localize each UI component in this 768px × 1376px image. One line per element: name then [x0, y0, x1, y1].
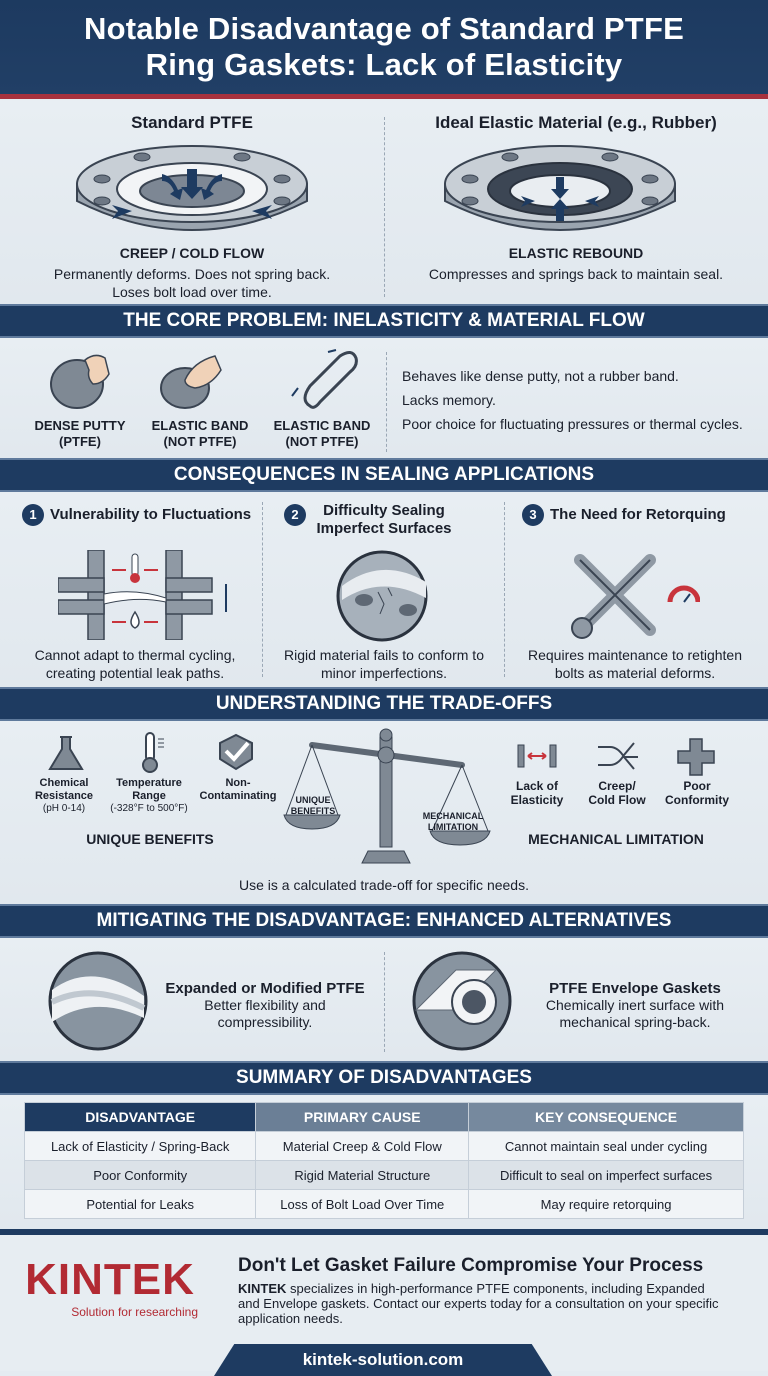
gap-arrows-icon [516, 743, 558, 769]
core-points: Behaves like dense putty, not a rubber b… [402, 368, 743, 432]
check-shield-icon [216, 733, 256, 771]
column-divider [504, 502, 505, 677]
tradeoff-summary: Use is a calculated trade-off for specif… [238, 877, 529, 893]
table-cell: Lack of Elasticity / Spring-Back [23, 1131, 257, 1161]
benefit-noncontaminating: Non-Contaminating [199, 777, 277, 802]
core-item-label: ELASTIC BAND(NOT PTFE) [273, 418, 371, 449]
number-badge: 1 [22, 504, 44, 526]
core-divider [386, 352, 387, 452]
tradeoffs-heading: UNDERSTANDING THE TRADE-OFFS [0, 687, 768, 721]
rubber-flange-rebound-icon [440, 139, 680, 239]
envelope-gasket-text: PTFE Envelope Gaskets Chemically inert s… [545, 980, 725, 1030]
website-link[interactable]: kintek-solution.com [214, 1344, 552, 1376]
limitation-creep: Creep/Cold Flow [588, 779, 646, 807]
creep-description: Permanently deforms. Does not spring bac… [53, 266, 331, 300]
core-item-label: ELASTIC BAND(NOT PTFE) [151, 418, 249, 449]
comparison-section: Standard PTFE Ideal Elastic Material (e.… [0, 99, 768, 304]
page-header: Notable Disadvantage of Standard PTFE Ri… [0, 0, 768, 99]
standard-ptfe-title: Standard PTFE [131, 113, 253, 132]
table-cell: Rigid Material Structure [255, 1160, 470, 1190]
squeezed-putty-icon [155, 350, 225, 410]
envelope-gasket-icon [410, 950, 514, 1052]
column-header: PRIMARY CAUSE [255, 1102, 470, 1132]
column-divider [384, 952, 385, 1052]
summary-section: DISADVANTAGE PRIMARY CAUSE KEY CONSEQUEN… [0, 1095, 768, 1229]
number-badge: 2 [284, 504, 306, 526]
expanded-ptfe-text: Expanded or Modified PTFE Better flexibi… [165, 980, 365, 1030]
elastic-rebound-label: ELASTIC REBOUND [508, 245, 644, 261]
consequences-heading: CONSEQUENCES IN SEALING APPLICATIONS [0, 458, 768, 492]
thermometer-icon [140, 731, 170, 773]
column-header: DISADVANTAGE [23, 1102, 257, 1132]
flow-arrows-icon [596, 739, 640, 773]
elastic-material-title: Ideal Elastic Material (e.g., Rubber) [435, 113, 717, 132]
core-item-label: DENSE PUTTY(PTFE) [34, 418, 126, 449]
putty-ball-icon [45, 350, 115, 410]
core-problem-section: DENSE PUTTY(PTFE) ELASTIC BAND(NOT PTFE)… [0, 338, 768, 458]
page-title: Notable Disadvantage of Standard PTFE Ri… [84, 11, 684, 82]
expanded-ptfe-icon [46, 950, 150, 1052]
alternatives-heading: MITIGATING THE DISADVANTAGE: ENHANCED AL… [0, 904, 768, 938]
summary-table: DISADVANTAGE PRIMARY CAUSE KEY CONSEQUEN… [23, 1102, 744, 1219]
table-cell: May require retorquing [468, 1189, 744, 1219]
creep-label: CREEP / COLD FLOW [119, 245, 265, 261]
wrench-gauge-icon [570, 550, 700, 640]
table-cell: Poor Conformity [23, 1160, 257, 1190]
number-badge: 3 [522, 504, 544, 526]
column-divider [384, 117, 385, 297]
summary-heading: SUMMARY OF DISADVANTAGES [0, 1061, 768, 1095]
cross-flange-icon [676, 737, 716, 777]
table-cell: Cannot maintain seal under cycling [468, 1131, 744, 1161]
mechanical-limitation-label: MECHANICAL LIMITATION [528, 831, 704, 847]
table-cell: Material Creep & Cold Flow [255, 1131, 470, 1161]
consequence-1-desc: Cannot adapt to thermal cycling,creating… [34, 647, 236, 681]
core-problem-heading: THE CORE PROBLEM: INELASTICITY & MATERIA… [0, 304, 768, 338]
alternatives-section: Expanded or Modified PTFE Better flexibi… [0, 938, 768, 1061]
ptfe-flange-creep-icon [72, 139, 312, 239]
unique-benefits-label: UNIQUE BENEFITS [86, 831, 214, 847]
scratched-surface-icon [334, 548, 430, 644]
footer-divider [0, 1229, 768, 1235]
balance-scale-icon [282, 727, 492, 867]
column-divider [262, 502, 263, 677]
elastic-rebound-description: Compresses and springs back to maintain … [428, 266, 724, 282]
kintek-logo: KINTEK Solution for researching [25, 1255, 198, 1319]
rubber-band-icon [290, 348, 360, 413]
table-cell: Loss of Bolt Load Over Time [255, 1189, 470, 1219]
column-header: KEY CONSEQUENCE [468, 1102, 744, 1132]
footer-body: KINTEK specializes in high-performance P… [238, 1281, 719, 1326]
table-cell: Potential for Leaks [23, 1189, 257, 1219]
flange-thermal-icon [58, 550, 238, 640]
table-cell: Difficult to seal on imperfect surfaces [468, 1160, 744, 1190]
flask-icon [46, 735, 86, 773]
footer-title: Don't Let Gasket Failure Compromise Your… [238, 1255, 704, 1276]
